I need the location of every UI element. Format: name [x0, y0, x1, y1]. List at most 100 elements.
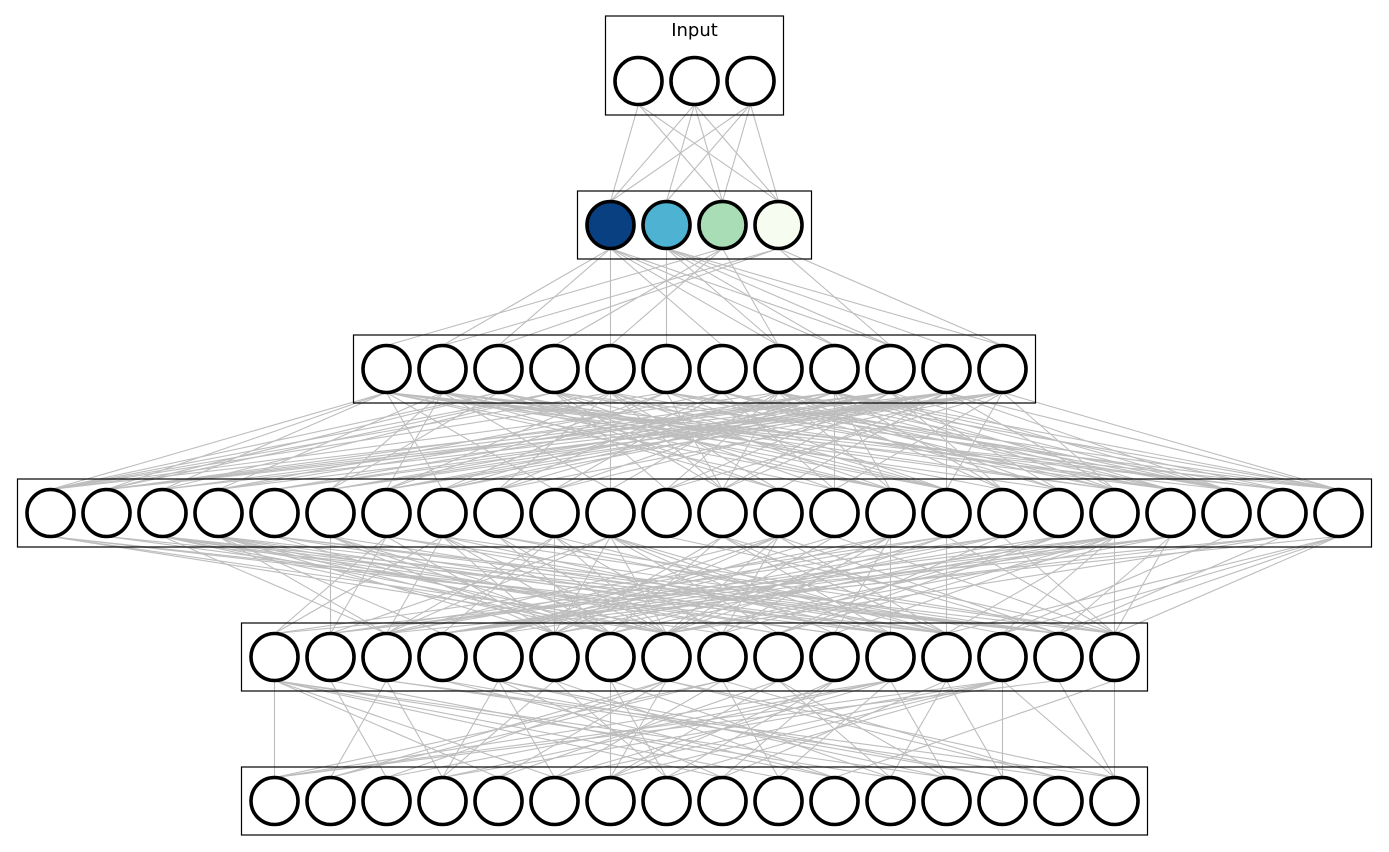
neuron-output-11 [865, 775, 916, 827]
neuron-hidden-2-11 [977, 343, 1028, 395]
neuron-hidden-4-4 [473, 631, 524, 683]
connection-hidden-2-10-to-hidden-3-23 [946, 391, 1339, 491]
layer-titles-group: Input [671, 20, 718, 41]
neuron-hidden-4-12 [921, 631, 972, 683]
neuron-output-12 [921, 775, 972, 827]
neuron-hidden-3-14 [809, 487, 860, 539]
connection-hidden-1-2-to-hidden-2-4 [610, 248, 723, 346]
connection-hidden-3-20-to-hidden-4-1 [330, 535, 1171, 635]
neuron-output-9 [753, 775, 804, 827]
connection-hidden-1-2-to-hidden-2-0 [386, 247, 723, 347]
neuron-output-8 [697, 775, 748, 827]
connection-hidden-4-10-to-output-7 [666, 680, 835, 778]
connection-hidden-2-9-to-hidden-3-0 [50, 391, 891, 491]
neuron-output-13 [977, 775, 1028, 827]
neuron-hidden-2-0 [361, 343, 412, 395]
connection-hidden-2-11-to-hidden-3-3 [218, 391, 1003, 491]
connection-hidden-3-22-to-hidden-4-0 [274, 535, 1283, 635]
neuron-hidden-3-4 [249, 487, 300, 539]
connection-hidden-4-13-to-output-15 [1002, 680, 1115, 778]
neuron-hidden-4-5 [529, 631, 580, 683]
connection-hidden-1-3-to-hidden-2-11 [778, 247, 1003, 347]
connection-hidden-2-7-to-hidden-3-0 [50, 391, 779, 491]
connection-hidden-4-9-to-output-6 [610, 680, 779, 778]
neuron-hidden-2-6 [697, 343, 748, 395]
neuron-hidden-4-2 [361, 631, 412, 683]
connection-hidden-4-14-to-output-0 [274, 679, 1059, 779]
connection-hidden-1-3-to-hidden-2-2 [498, 247, 779, 347]
neuron-hidden-3-0 [25, 487, 76, 539]
neuron-output-10 [809, 775, 860, 827]
connection-input-2-to-hidden-1-3 [749, 104, 780, 202]
connection-hidden-3-3-to-hidden-4-5 [218, 535, 555, 635]
neuron-hidden-4-13 [977, 631, 1028, 683]
connection-hidden-3-2-to-hidden-4-2 [162, 535, 387, 635]
neuron-hidden-1-3 [753, 199, 804, 251]
neuron-hidden-2-9 [865, 343, 916, 395]
neuron-hidden-3-19 [1089, 487, 1140, 539]
layer-box-hidden-1 [576, 190, 813, 260]
neuron-hidden-3-17 [977, 487, 1028, 539]
connection-hidden-4-15-to-output-10 [834, 679, 1115, 779]
neuron-hidden-1-0 [585, 199, 636, 251]
connection-hidden-2-11-to-hidden-3-6 [386, 391, 1003, 491]
neuron-hidden-2-3 [529, 343, 580, 395]
neuron-hidden-4-0 [249, 631, 300, 683]
connection-hidden-3-23-to-hidden-4-13 [1002, 535, 1339, 635]
connection-hidden-4-2-to-output-1 [330, 680, 387, 778]
neuron-hidden-4-9 [753, 631, 804, 683]
connection-hidden-4-4-to-output-3 [442, 680, 499, 778]
layer-box-hidden-4 [240, 622, 1149, 692]
connection-hidden-1-3-to-hidden-2-1 [442, 247, 779, 347]
neuron-hidden-4-7 [641, 631, 692, 683]
neuron-hidden-3-22 [1257, 487, 1308, 539]
neuron-hidden-3-13 [753, 487, 804, 539]
connection-hidden-3-23-to-hidden-4-12 [946, 535, 1339, 635]
neuron-output-1 [305, 775, 356, 827]
connection-hidden-3-23-to-hidden-4-2 [386, 535, 1339, 635]
neuron-hidden-3-23 [1313, 487, 1364, 539]
neuron-output-7 [641, 775, 692, 827]
connection-input-2-to-hidden-1-1 [666, 104, 751, 202]
neuron-hidden-4-14 [1033, 631, 1084, 683]
layer-box-hidden-2 [352, 334, 1037, 404]
connection-hidden-2-10-to-hidden-3-1 [106, 391, 947, 491]
neuron-hidden-4-10 [809, 631, 860, 683]
connection-hidden-2-11-to-hidden-3-11 [666, 391, 1003, 491]
connections-group [50, 104, 1339, 779]
connection-hidden-4-8-to-output-0 [274, 679, 723, 779]
neuron-hidden-3-5 [305, 487, 356, 539]
connection-hidden-2-11-to-hidden-3-5 [330, 391, 1003, 491]
neuron-hidden-2-2 [473, 343, 524, 395]
connection-hidden-3-3-to-hidden-4-2 [218, 536, 387, 634]
connection-hidden-2-11-to-hidden-3-14 [834, 392, 1003, 490]
layer-box-output [240, 766, 1149, 836]
neuron-hidden-3-16 [921, 487, 972, 539]
connection-hidden-2-11-to-hidden-3-8 [498, 391, 1003, 491]
neuron-hidden-1-1 [641, 199, 692, 251]
connection-hidden-3-19-to-hidden-4-1 [330, 535, 1115, 635]
connection-hidden-2-11-to-hidden-3-4 [274, 391, 1003, 491]
neuron-hidden-2-4 [585, 343, 636, 395]
neuron-output-0 [249, 775, 300, 827]
neuron-input-2 [725, 55, 776, 107]
neuron-hidden-3-20 [1145, 487, 1196, 539]
connection-input-2-to-hidden-1-0 [610, 104, 751, 202]
neuron-hidden-2-8 [809, 343, 860, 395]
connection-hidden-4-13-to-output-7 [666, 679, 1003, 779]
connection-hidden-3-20-to-hidden-4-3 [442, 535, 1171, 635]
connection-hidden-3-23-to-hidden-4-14 [1058, 535, 1339, 635]
neuron-input-1 [669, 55, 720, 107]
neuron-hidden-3-3 [193, 487, 244, 539]
neuron-output-15 [1089, 775, 1140, 827]
connection-hidden-3-19-to-hidden-4-7 [666, 535, 1115, 635]
connection-hidden-2-4-to-hidden-3-0 [50, 391, 611, 491]
neuron-hidden-2-1 [417, 343, 468, 395]
connection-hidden-1-1-to-hidden-2-10 [666, 247, 947, 347]
connection-hidden-4-13-to-output-0 [274, 679, 1003, 779]
neuron-hidden-4-1 [305, 631, 356, 683]
neuron-output-3 [417, 775, 468, 827]
connection-hidden-3-10-to-hidden-4-1 [330, 535, 611, 635]
connection-hidden-3-6-to-hidden-4-0 [274, 536, 387, 634]
